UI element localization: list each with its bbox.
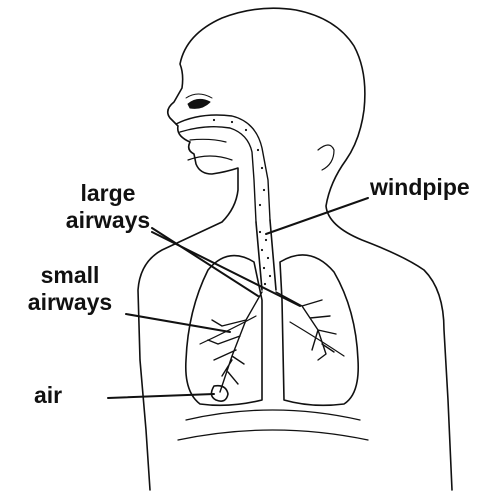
pointer-large-1: [152, 228, 258, 296]
label-air: air: [34, 382, 80, 409]
windpipe-dots: [213, 119, 271, 285]
label-windpipe: windpipe: [370, 174, 500, 201]
diaphragm: [178, 410, 368, 440]
label-large-line1: large: [58, 180, 158, 207]
right-bronchi: [276, 292, 336, 360]
pointer-large-2: [152, 232, 300, 306]
pointer-windpipe: [266, 198, 368, 234]
eye: [188, 99, 210, 108]
label-small-line2: airways: [14, 289, 126, 316]
nasal-passage: [176, 115, 270, 220]
ear: [318, 145, 334, 170]
label-small-airways: small airways: [14, 262, 126, 316]
left-bronchi: [208, 292, 262, 392]
pointer-air: [108, 394, 214, 398]
label-large-line2: airways: [58, 207, 158, 234]
label-large-airways: large airways: [58, 180, 158, 234]
label-small-line1: small: [14, 262, 126, 289]
pointer-small: [126, 314, 230, 332]
